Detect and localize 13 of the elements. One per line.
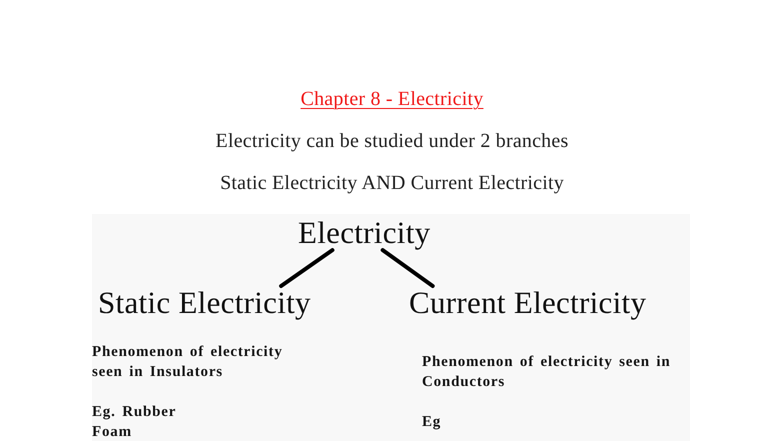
chapter-title: Chapter 8 - Electricity xyxy=(300,87,484,111)
connector-line xyxy=(380,248,435,288)
connector-line xyxy=(279,248,334,288)
description-text: Phenomenon of electricity seen in Conductors xyxy=(422,353,672,392)
intro-text: Static Electricity AND Current Electricity xyxy=(220,171,564,195)
example-text: Foam xyxy=(92,423,132,441)
example-text: Eg xyxy=(422,413,442,432)
example-text: Eg. Rubber xyxy=(92,403,176,422)
branch-label: Current Electricity xyxy=(409,286,646,320)
description-text: Phenomenon of electricity seen in Insulators xyxy=(92,343,284,382)
topic-label: Electricity xyxy=(298,216,430,250)
branch-label: Static Electricity xyxy=(98,286,311,320)
intro-text: Electricity can be studied under 2 branches xyxy=(216,129,568,153)
